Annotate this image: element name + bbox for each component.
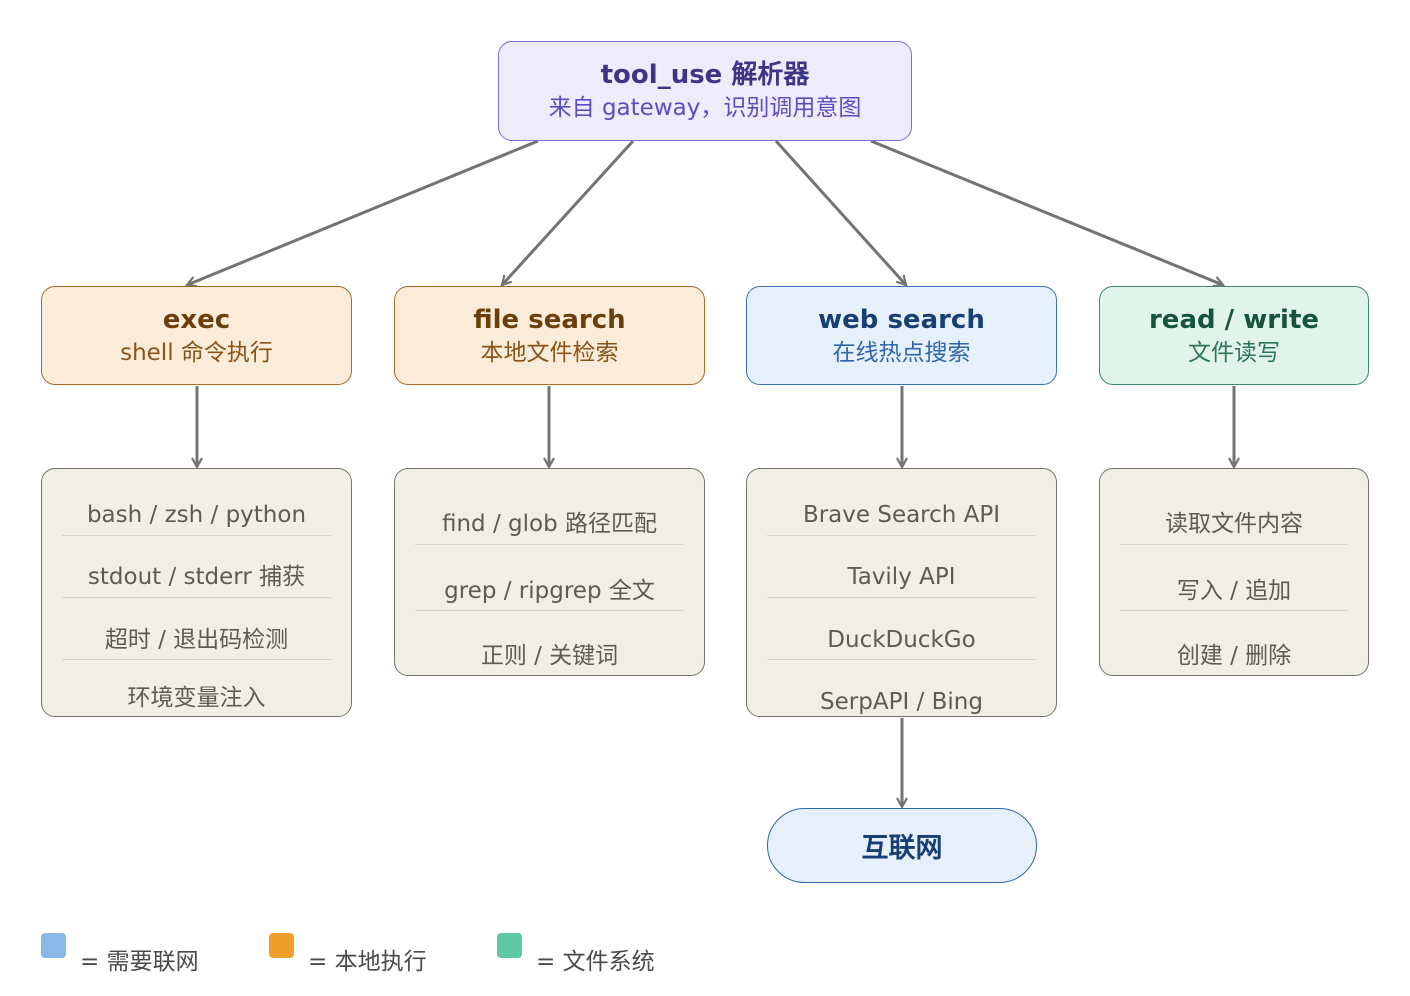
divider: [62, 659, 331, 660]
detail-item: 超时 / 退出码检测: [104, 627, 289, 653]
read-write-subtitle: 文件读写: [1188, 339, 1280, 366]
divider: [62, 535, 331, 536]
divider: [767, 535, 1036, 536]
tool-use-parser-node: tool_use 解析器 来自 gateway，识别调用意图: [498, 41, 912, 141]
exec-detail-box: bash / zsh / python stdout / stderr 捕获 超…: [41, 468, 352, 717]
edge-root-exec: [187, 139, 539, 285]
legend-swatch-local: [269, 933, 294, 958]
divider: [1120, 544, 1348, 545]
detail-item: stdout / stderr 捕获: [87, 564, 306, 590]
detail-item: grep / ripgrep 全文: [444, 578, 655, 604]
web-search-detail-box: Brave Search API Tavily API DuckDuckGo S…: [746, 468, 1057, 717]
detail-item: DuckDuckGo: [827, 627, 976, 653]
divider: [415, 544, 684, 545]
internet-node: 互联网: [767, 808, 1037, 883]
read-write-node: read / write 文件读写: [1099, 286, 1369, 385]
detail-item: SerpAPI / Bing: [820, 689, 983, 715]
detail-item: 读取文件内容: [1165, 511, 1303, 537]
legend-item-filesystem: = 文件系统: [497, 933, 655, 976]
detail-item: Tavily API: [847, 564, 956, 590]
web-search-title: web search: [818, 304, 985, 335]
detail-item: 正则 / 关键词: [480, 643, 619, 669]
legend-label-network: = 需要联网: [80, 949, 199, 975]
detail-item: find / glob 路径匹配: [441, 511, 657, 537]
divider: [767, 659, 1036, 660]
exec-title: exec: [162, 304, 231, 335]
file-search-title: file search: [473, 304, 626, 335]
detail-item: 环境变量注入: [127, 685, 266, 711]
web-search-subtitle: 在线热点搜索: [832, 339, 971, 366]
divider: [1120, 610, 1348, 611]
legend-item-network: = 需要联网: [41, 933, 199, 976]
file-search-node: file search 本地文件检索: [394, 286, 705, 385]
legend-label-local: = 本地执行: [308, 949, 427, 975]
legend-swatch-filesystem: [497, 933, 522, 958]
root-title: tool_use 解析器: [600, 60, 810, 90]
legend-item-local: = 本地执行: [269, 933, 427, 976]
detail-item: bash / zsh / python: [86, 502, 307, 528]
detail-item: 创建 / 删除: [1176, 643, 1292, 669]
exec-node: exec shell 命令执行: [41, 286, 352, 385]
divider: [62, 597, 331, 598]
legend-label-filesystem: = 文件系统: [536, 949, 655, 975]
legend-swatch-network: [41, 933, 66, 958]
exec-subtitle: shell 命令执行: [120, 339, 273, 366]
detail-item: Brave Search API: [802, 502, 1001, 528]
file-search-subtitle: 本地文件检索: [480, 339, 619, 366]
read-write-detail-box: 读取文件内容 写入 / 追加 创建 / 删除: [1099, 468, 1369, 676]
file-search-detail-box: find / glob 路径匹配 grep / ripgrep 全文 正则 / …: [394, 468, 705, 676]
edge-root-file: [502, 139, 635, 285]
divider: [767, 597, 1036, 598]
read-write-title: read / write: [1148, 304, 1320, 335]
root-subtitle: 来自 gateway，识别调用意图: [548, 95, 862, 121]
edge-root-rw: [870, 139, 1223, 285]
edge-root-web: [774, 139, 906, 285]
internet-title: 互联网: [861, 833, 943, 864]
detail-item: 写入 / 追加: [1176, 578, 1292, 604]
divider: [415, 610, 684, 611]
web-search-node: web search 在线热点搜索: [746, 286, 1057, 385]
